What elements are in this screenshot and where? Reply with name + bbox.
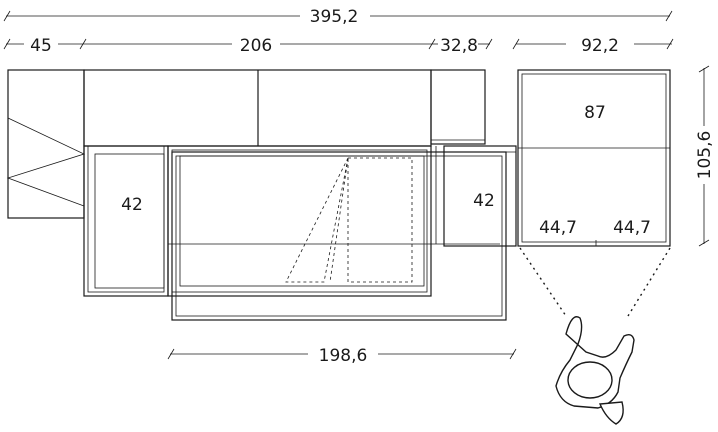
dimension-right-gap: 32,8 xyxy=(428,36,493,56)
dimension-table-label: 198,6 xyxy=(319,346,368,366)
chaise-right-label: 44,7 xyxy=(613,218,651,238)
chaise-module: 87 44,7 44,7 xyxy=(517,69,671,247)
dimension-right-gap-label: 32,8 xyxy=(440,36,478,56)
person-figure xyxy=(555,316,635,425)
dimension-middle-label: 206 xyxy=(240,36,272,56)
dashed-lounger-outline xyxy=(285,157,413,283)
dimension-depth-label: 105,6 xyxy=(695,131,715,180)
left-armrest xyxy=(6,69,86,219)
right-seat-module: 42 xyxy=(435,145,517,247)
dimension-table: 198,6 xyxy=(167,346,517,366)
dimension-chaise-width-label: 92,2 xyxy=(581,36,619,56)
left-seat-module: 42 xyxy=(83,145,169,297)
center-table xyxy=(167,145,507,321)
sofa-backrest xyxy=(83,69,486,147)
dimension-total-width-label: 395,2 xyxy=(310,7,359,27)
dimension-left-seat: 45 xyxy=(3,36,87,56)
left-module-depth-label: 42 xyxy=(121,195,143,215)
dimension-total-width: 395,2 xyxy=(3,7,673,27)
dimension-middle: 206 xyxy=(84,36,432,56)
dimension-left-seat-label: 45 xyxy=(30,36,52,56)
view-cone xyxy=(519,247,671,317)
right-module-depth-label: 42 xyxy=(473,191,495,211)
dimension-chaise-width: 92,2 xyxy=(512,36,674,56)
chaise-left-label: 44,7 xyxy=(539,218,577,238)
chaise-length-label: 87 xyxy=(584,103,606,123)
dimension-depth: 105,6 xyxy=(695,65,715,247)
